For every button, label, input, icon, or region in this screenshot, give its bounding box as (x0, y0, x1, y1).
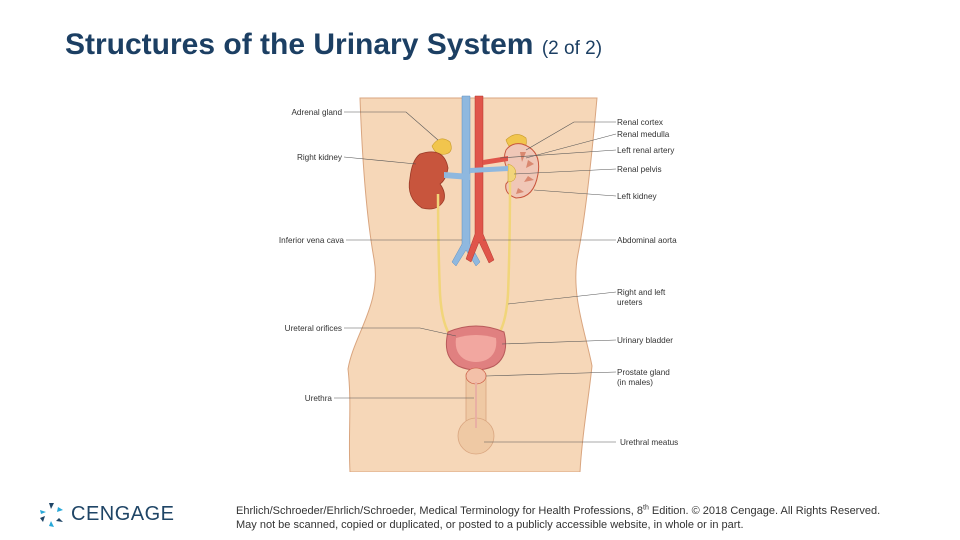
slide-title: Structures of the Urinary System (2 of 2… (65, 28, 602, 62)
label-abdominal-aorta: Abdominal aorta (617, 236, 677, 245)
left-ureter (495, 181, 512, 339)
label-inferior-vena-cava: Inferior vena cava (279, 236, 345, 245)
label-left-renal-artery: Left renal artery (617, 146, 675, 155)
cengage-logo-text: CENGAGE (71, 503, 175, 525)
copyright-credit: Ehrlich/Schroeder/Ehrlich/Schroeder, Med… (236, 504, 951, 532)
label-urethra: Urethra (305, 394, 333, 403)
right-kidney (408, 151, 449, 210)
right-renal-vessels (444, 172, 470, 180)
label-renal-medulla: Renal medulla (617, 130, 670, 139)
slide-title-main: Structures of the Urinary System (65, 28, 534, 61)
cengage-logo-mark (40, 503, 63, 527)
left-renal-artery (483, 156, 508, 165)
urinary-system-diagram: Adrenal gland Right kidney Inferior vena… (270, 94, 690, 472)
label-renal-cortex: Renal cortex (617, 118, 663, 127)
bladder-interior (455, 335, 497, 362)
credit-line-1-a: Ehrlich/Schroeder/Ehrlich/Schroeder, Med… (236, 505, 643, 517)
label-left-kidney: Left kidney (617, 192, 658, 201)
label-ureters-line1: Right and left (617, 288, 666, 297)
label-prostate-line1: Prostate gland (617, 368, 670, 377)
label-ureteral-orifices: Ureteral orifices (285, 324, 342, 333)
label-adrenal-gland: Adrenal gland (291, 108, 342, 117)
credit-line-2: May not be scanned, copied or duplicated… (236, 519, 744, 531)
credit-superscript: th (643, 504, 649, 512)
label-right-kidney: Right kidney (297, 153, 343, 162)
urinary-system-illustration: Adrenal gland Right kidney Inferior vena… (279, 95, 678, 472)
leader-lines (334, 111, 617, 443)
left-renal-vein (470, 166, 508, 173)
credit-line-1-b: Edition. © 2018 Cengage. All Rights Rese… (648, 505, 881, 517)
label-prostate-line2: (in males) (617, 378, 653, 387)
renal-medulla-pyramids (516, 152, 534, 194)
label-urinary-bladder: Urinary bladder (617, 336, 673, 345)
slide-title-suffix: (2 of 2) (541, 38, 603, 59)
label-ureters-line2: ureters (617, 298, 642, 307)
cengage-logo: CENGAGE (37, 500, 175, 530)
credit-line-1: Ehrlich/Schroeder/Ehrlich/Schroeder, Med… (236, 504, 951, 518)
label-renal-pelvis: Renal pelvis (617, 165, 662, 174)
right-ureter (436, 193, 453, 339)
prostate-gland (465, 367, 487, 385)
label-urethral-meatus: Urethral meatus (620, 438, 678, 447)
